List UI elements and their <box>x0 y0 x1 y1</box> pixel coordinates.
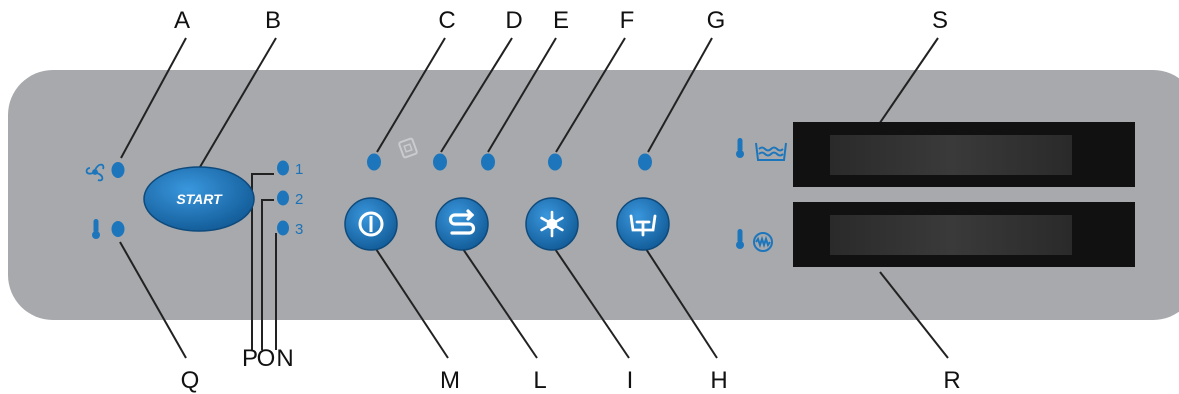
callout-s: S <box>932 7 948 34</box>
led-fan <box>111 162 125 178</box>
callout-e: E <box>553 7 569 34</box>
callout-n: N <box>276 345 293 372</box>
led-cycle-1-label: 1 <box>295 161 303 178</box>
rinse-cold-button[interactable] <box>525 197 579 251</box>
led-f <box>548 153 562 171</box>
callout-q: Q <box>181 367 200 394</box>
led-cycle-3 <box>277 220 289 236</box>
start-button-label: START <box>176 191 223 207</box>
callout-f: F <box>620 7 635 34</box>
drain-button[interactable] <box>616 197 670 251</box>
callout-p: P <box>242 345 258 372</box>
callout-i: I <box>627 367 634 394</box>
thermometer-icon <box>736 138 744 158</box>
led-cycle-2 <box>277 190 289 206</box>
callout-o: O <box>257 345 276 372</box>
led-cycle-2-label: 2 <box>295 191 303 208</box>
led-c <box>367 153 381 171</box>
led-cycle-1 <box>277 160 289 176</box>
callout-m: M <box>440 367 460 394</box>
boiler-icon <box>753 232 773 252</box>
callout-h: H <box>710 367 727 394</box>
thermometer-icon <box>736 229 744 249</box>
callout-a: A <box>174 7 190 34</box>
power-icon <box>358 211 384 237</box>
rinse-temperature-display <box>793 202 1135 267</box>
callout-d: D <box>505 7 522 34</box>
snowflake-icon <box>540 210 564 238</box>
leader-lines <box>119 37 949 359</box>
led-e <box>481 153 495 171</box>
led-cycle-3-label: 3 <box>295 221 303 238</box>
detergent-icon <box>398 137 418 159</box>
callout-l: L <box>533 367 546 394</box>
thermometer-icon <box>92 219 100 239</box>
start-button[interactable]: START <box>143 166 255 232</box>
wash-tank-icon <box>755 142 787 161</box>
power-button[interactable] <box>344 197 398 251</box>
callout-b: B <box>265 7 281 34</box>
cycle-icon <box>448 209 476 235</box>
led-g <box>638 153 652 171</box>
callout-r: R <box>943 367 960 394</box>
drain-icon <box>629 214 657 237</box>
callout-c: C <box>438 7 455 34</box>
cycle-button[interactable] <box>435 197 489 251</box>
wash-temperature-display <box>793 122 1135 187</box>
fan-icon <box>85 163 105 182</box>
led-temperature <box>111 221 125 237</box>
led-d <box>433 153 447 171</box>
callout-g: G <box>707 7 726 34</box>
